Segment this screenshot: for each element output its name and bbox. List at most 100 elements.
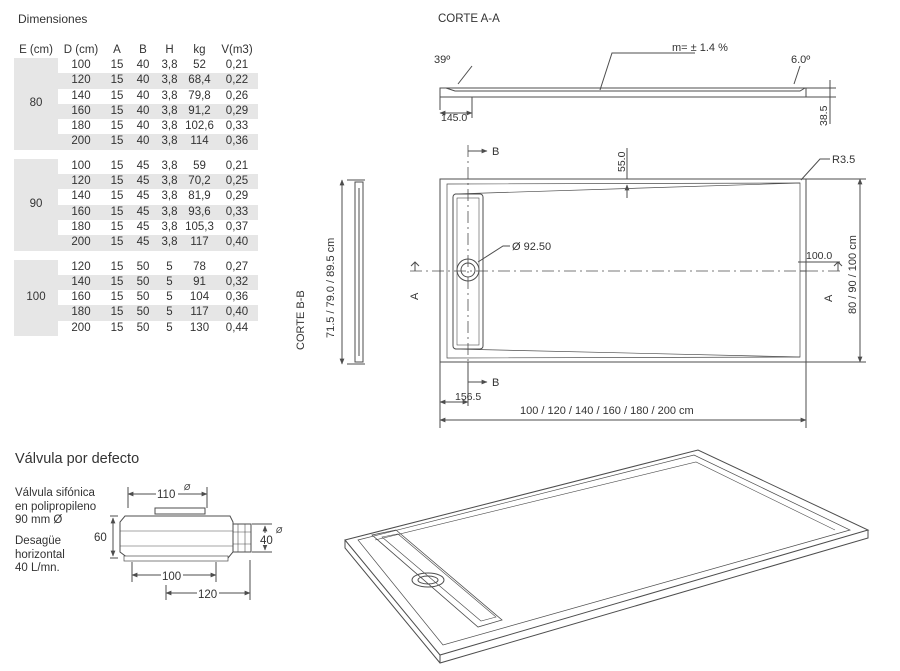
table-cell: 3,8 xyxy=(161,220,178,233)
valve-desc-line: en polipropileno xyxy=(15,500,97,513)
table-cell: 40 xyxy=(130,134,156,150)
table-cell: 0,44 xyxy=(225,321,249,334)
corte-bb-dims: 71.5 / 79.0 / 89.5 cm xyxy=(325,238,337,338)
table-cell: 120 xyxy=(58,174,104,190)
table-cell: 40 xyxy=(136,59,150,71)
table-cell: 78 xyxy=(193,260,206,273)
table-cell: 15 xyxy=(110,321,124,334)
table-cell: 5 xyxy=(156,305,183,321)
table-cell: 50 xyxy=(130,305,156,321)
table-cell: 0,32 xyxy=(216,274,258,291)
corte-aa-height-right: 38.5 xyxy=(818,105,830,126)
corte-aa-angle-right: 6.0º xyxy=(791,54,810,66)
table-cell: 160 xyxy=(58,204,104,220)
table-cell: 91,2 xyxy=(183,103,216,120)
table-cell: 0,36 xyxy=(225,291,249,304)
table-cell: 0,29 xyxy=(216,103,258,120)
plan-width: 80 / 90 / 100 cm xyxy=(847,235,859,314)
table-cell: 3,8 xyxy=(161,120,178,133)
col-header: H xyxy=(165,43,174,56)
table-cell: 15 xyxy=(104,235,130,251)
table-cell: 15 xyxy=(110,120,124,133)
table-cell: 117 xyxy=(183,235,216,251)
table-cell: 140 xyxy=(71,190,91,203)
table-cell: 40 xyxy=(136,89,150,102)
table-cell: 52 xyxy=(193,59,206,71)
valve-dim-40-mask xyxy=(259,533,275,545)
valve-dim-60: 60 xyxy=(94,532,107,544)
table-cell: 0,33 xyxy=(225,120,249,133)
valve-dim-100: 100 xyxy=(162,571,181,583)
valve-drawing xyxy=(119,507,252,562)
e-value-cell: 80 xyxy=(14,58,58,150)
col-header: D (cm) xyxy=(63,43,99,56)
corte-aa-slope: m= ± 1.4 % xyxy=(672,42,728,54)
plan-view xyxy=(410,145,866,428)
valve-desc-line: 90 mm Ø xyxy=(15,514,63,526)
table-cell: 130 xyxy=(189,321,210,334)
table-cell: 40 xyxy=(136,120,150,133)
plan-section-a-right: A xyxy=(823,294,835,302)
valve-desc-line: Válvula sifónica xyxy=(15,487,95,499)
table-cell: 0,33 xyxy=(216,204,258,220)
table-cell: 40 xyxy=(130,103,156,120)
table-header-row: E (cm) D (cm) A B H kg V(m3) xyxy=(14,41,258,58)
dimensions-title: Dimensiones xyxy=(18,12,88,26)
table-cell: 5 xyxy=(156,274,183,291)
table-cell: 200 xyxy=(58,134,104,150)
table-cell: 140 xyxy=(58,274,104,291)
table-cell: 15 xyxy=(110,220,124,233)
plan-dim-bottom-left: 156.5 xyxy=(455,391,481,403)
table-cell: 3,8 xyxy=(161,59,178,71)
table-cell: 100 xyxy=(71,59,91,71)
table-cell: 0,37 xyxy=(225,220,249,233)
table-cell: 59 xyxy=(193,159,206,172)
table-cell: 45 xyxy=(136,159,150,172)
valve-dim-40: 40 xyxy=(260,535,273,547)
e-value-cell: 100 xyxy=(14,259,58,337)
plan-dim-right: 100.0 xyxy=(806,250,832,262)
table-cell: 15 xyxy=(104,73,130,89)
valve-dim-120: 120 xyxy=(198,589,217,601)
table-cell: 0,36 xyxy=(216,134,258,150)
valve-diameter-symbol-40: Ø xyxy=(275,526,283,535)
table-cell: 15 xyxy=(110,89,124,102)
col-header: A xyxy=(113,43,121,56)
table-cell: 15 xyxy=(110,260,124,273)
table-cell: 50 xyxy=(130,274,156,291)
table-cell: 180 xyxy=(71,120,91,133)
corte-aa-section xyxy=(439,52,836,124)
table-cell: 120 xyxy=(58,73,104,89)
table-cell: 45 xyxy=(130,235,156,251)
table-cell: 0,27 xyxy=(225,260,249,273)
table-cell: 15 xyxy=(104,204,130,220)
table-cell: 15 xyxy=(110,190,124,203)
plan-dim-top: 55.0 xyxy=(616,151,628,172)
valve-dimensions xyxy=(110,487,272,600)
table-cell: 105,3 xyxy=(185,220,214,233)
table-cell: 0,21 xyxy=(225,59,249,71)
table-cell: 15 xyxy=(110,59,124,71)
plan-drain-diameter: Ø 92.50 xyxy=(512,241,551,253)
table-cell: 45 xyxy=(136,220,150,233)
table-cell: 3,8 xyxy=(161,89,178,102)
table-cell: 140 xyxy=(71,89,91,102)
col-header: E (cm) xyxy=(19,43,53,56)
table-cell: 45 xyxy=(130,174,156,190)
valve-dim-100-mask xyxy=(161,569,183,581)
col-header: B xyxy=(139,43,147,56)
plan-section-b-top: B xyxy=(492,146,499,158)
table-cell: 15 xyxy=(110,291,124,304)
table-cell: 160 xyxy=(71,291,91,304)
spacer-cell xyxy=(14,250,258,260)
